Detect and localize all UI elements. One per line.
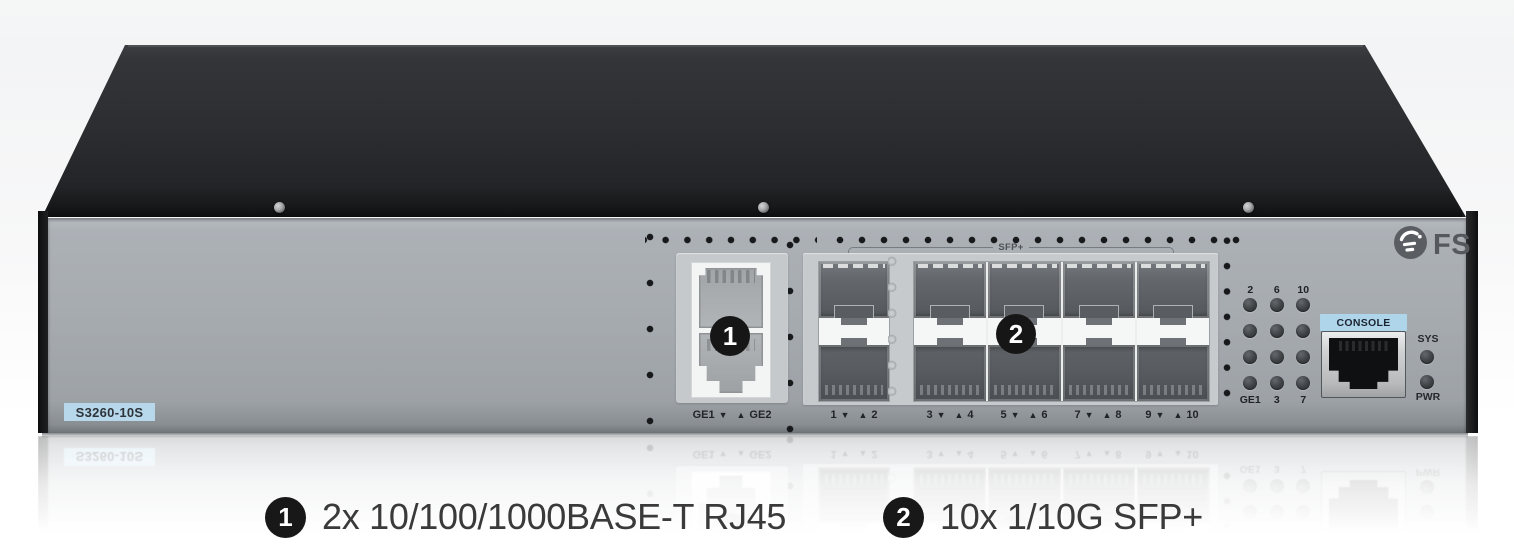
chassis-top: [42, 45, 1466, 217]
sfp-cage-ports-7-8: [1062, 262, 1135, 401]
status-led-grid: [1243, 298, 1310, 390]
callout-2-marker: 2: [996, 314, 1036, 354]
sfp-port-pair-label: 1 ▼ ▲ 2: [830, 409, 878, 421]
down-triangle-icon: ▼: [1010, 409, 1020, 420]
led-indicator: [1296, 350, 1310, 364]
panel-bottom-shadow: [42, 433, 1468, 438]
up-triangle-icon: ▲: [954, 409, 964, 420]
led-bottom-labels: GE1 3 7: [1239, 394, 1307, 406]
led-indicator: [1296, 298, 1310, 312]
up-triangle-icon: ▲: [736, 409, 746, 420]
switch-device: S3260-10S 1 GE1 ▼ ▲ GE2 SFP+: [38, 45, 1478, 452]
up-triangle-icon: ▲: [1028, 409, 1038, 420]
down-triangle-icon: ▼: [1084, 409, 1094, 420]
down-triangle-icon: ▼: [1155, 409, 1165, 420]
pwr-label: PWR: [1415, 391, 1441, 403]
callout-1-badge: 1: [265, 496, 306, 538]
fs-logo: FS: [1394, 226, 1471, 264]
vent-holes-row: [645, 235, 817, 245]
vent-holes-column: [1222, 228, 1232, 406]
led-top-labels: 2 6 10: [1247, 284, 1310, 296]
sfp-cage-ports-9-10: [1136, 262, 1209, 401]
console-port: [1321, 331, 1406, 398]
sys-led: [1420, 350, 1434, 364]
screw-icon: [758, 202, 769, 213]
screw-icon: [1243, 202, 1254, 213]
sfp-cage-ports-1-2: [818, 261, 890, 402]
rj45-port-block: 1: [676, 253, 788, 403]
led-indicator: [1296, 324, 1310, 338]
chassis-left-edge: [38, 211, 48, 433]
callout-2-badge: 2: [883, 496, 924, 538]
sfp-port-pair-label: 9 ▼ ▲ 10: [1145, 409, 1199, 421]
bracket-line: [1028, 247, 1175, 254]
vent-holes-column: [645, 214, 655, 444]
led-indicator: [1269, 298, 1284, 312]
led-indicator: [1243, 324, 1257, 338]
screw-icon: [274, 202, 285, 213]
up-triangle-icon: ▲: [858, 409, 868, 420]
sfp-port-pair-label: 5 ▼ ▲ 6: [1000, 409, 1048, 421]
callout-2-text: 10x 1/10G SFP+: [940, 496, 1203, 537]
led-indicator: [1269, 350, 1284, 364]
fs-logo-icon: [1394, 226, 1427, 264]
sfp-bracket-label: SFP+: [998, 242, 1024, 253]
sfp-port-block: 2: [803, 253, 1218, 409]
callout-legend-1: 1 2x 10/100/1000BASE-T RJ45: [265, 496, 786, 538]
pwr-led: [1420, 375, 1434, 389]
sfp-bracket: SFP+: [848, 242, 1175, 257]
down-triangle-icon: ▼: [936, 409, 946, 420]
sys-label: SYS: [1417, 333, 1439, 345]
down-triangle-icon: ▼: [840, 409, 850, 420]
led-indicator: [1269, 376, 1284, 390]
vent-holes-row: [828, 235, 1248, 245]
model-label-badge: S3260-10S: [64, 403, 155, 421]
rj45-port-labels: GE1 ▼ ▲ GE2: [692, 409, 772, 421]
console-rj45-jack: [1329, 338, 1398, 389]
bracket-line: [848, 247, 994, 254]
led-indicator: [1243, 350, 1257, 364]
sfp-port-pair-label: 7 ▼ ▲ 8: [1074, 409, 1122, 421]
vent-holes-column: [785, 222, 795, 452]
sfp-port-pair-label: 3 ▼ ▲ 4: [926, 409, 974, 421]
chassis-right-edge: [1466, 211, 1478, 433]
sfp-cage-group: [913, 261, 1210, 402]
callout-legend-2: 2 10x 1/10G SFP+: [883, 496, 1203, 538]
callout-1-marker: 1: [710, 316, 750, 356]
sfp-cage-ports-3-4: [914, 262, 987, 401]
down-triangle-icon: ▼: [718, 409, 728, 420]
brand-text: FS: [1433, 228, 1472, 261]
console-label: CONSOLE: [1320, 314, 1407, 331]
sfp-led-column: [888, 253, 898, 409]
callout-1-text: 2x 10/100/1000BASE-T RJ45: [322, 496, 787, 537]
led-indicator: [1243, 376, 1257, 390]
front-panel: S3260-10S 1 GE1 ▼ ▲ GE2 SFP+: [48, 214, 1471, 452]
led-indicator: [1296, 376, 1310, 390]
led-indicator: [1269, 324, 1284, 338]
up-triangle-icon: ▲: [1173, 409, 1183, 420]
up-triangle-icon: ▲: [1102, 409, 1112, 420]
led-indicator: [1243, 298, 1257, 312]
